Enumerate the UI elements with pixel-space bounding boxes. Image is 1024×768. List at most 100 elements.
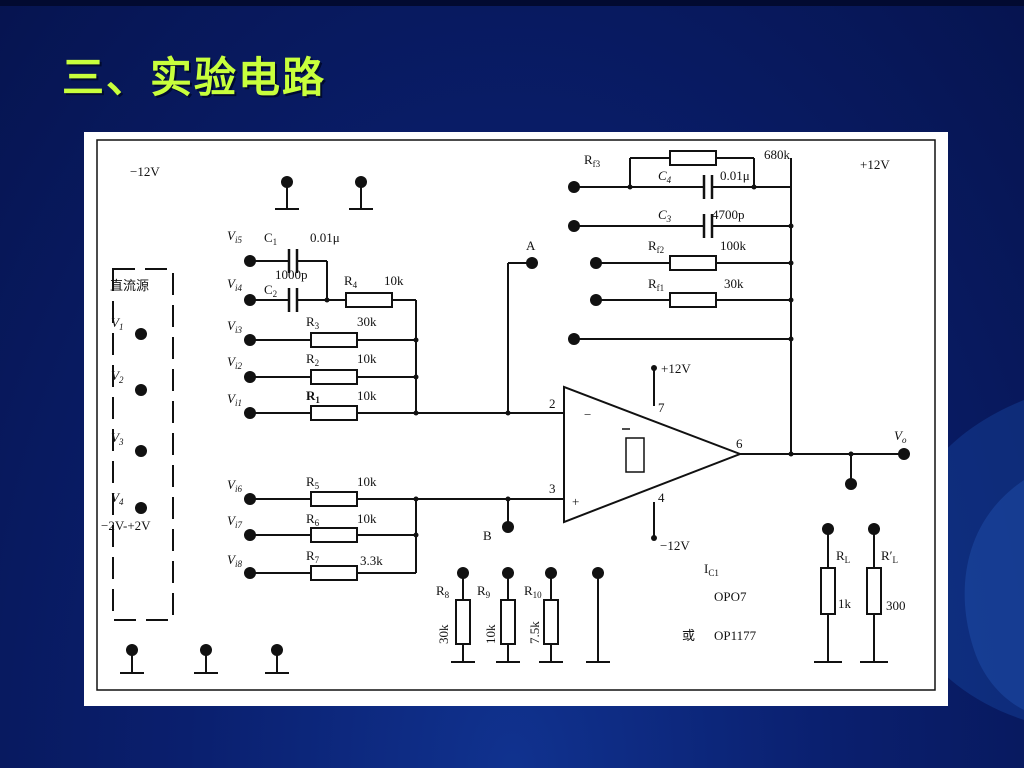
input-vi5-label: Vi5 [227,228,242,245]
opamp-pin4: 4 [658,490,665,505]
c3-value: 4700p [712,207,745,222]
ic-label: IC1 [704,561,719,578]
resistor-r3 [310,332,358,348]
output-test-terminal[interactable] [845,478,857,490]
circuit-panel: −12V 直流源 V1 V2 V3 V4 −2V-+2V Vi5 C1 0.01… [84,132,948,706]
c3-label: C3 [658,207,672,224]
input-vi3-label: Vi3 [227,318,242,335]
resistor-r5 [310,491,358,507]
dc-source-v1-label: V1 [111,315,123,332]
c4-value: 0.01μ [720,168,750,183]
ground-terminal-bottom-1[interactable] [120,644,144,674]
r4-value: 10k [384,273,404,288]
r10-value: 7.5k [527,621,542,644]
r8-label: R8 [436,583,450,600]
c1-value: 0.01μ [310,230,340,245]
rl-prime-value: 300 [886,598,906,613]
rf2-label: Rf2 [648,238,664,255]
opamp-triangle [563,385,743,524]
c1-c2-value: 1000p [275,267,308,282]
node-b-terminal[interactable] [502,521,514,533]
rf3-label: Rf3 [584,152,601,169]
r3-label: R3 [306,314,320,331]
node-a-label: A [526,238,536,253]
opamp-pin7: 7 [658,400,665,415]
opamp-inner-symbol [625,437,645,473]
resistor-r7 [310,565,358,581]
r9-value: 10k [483,624,498,644]
dc-source-v3-terminal[interactable] [135,445,147,457]
r6-value: 10k [357,511,377,526]
r4-label: R4 [344,273,358,290]
input-vi1-label: Vi1 [227,391,242,408]
r5-value: 10k [357,474,377,489]
r1-label: R1 [306,388,320,405]
ground-terminal-top-2[interactable] [349,176,373,210]
resistor-rf2 [669,255,717,271]
opamp-plus-sign: + [572,494,579,509]
output-vo-terminal[interactable] [898,448,910,460]
dc-source-v4-label: V4 [111,490,124,507]
resistor-r8 [451,567,475,663]
dc-source-v1-terminal[interactable] [135,328,147,340]
resistor-rf1 [669,292,717,308]
r7-label: R7 [306,548,320,565]
node-a-terminal[interactable] [526,257,538,269]
input-vi4-label: Vi4 [227,276,242,293]
resistor-rl-prime [860,523,888,663]
node-b-label: B [483,528,492,543]
supply-neg-label: −12V [130,164,160,179]
resistor-r4 [345,292,393,308]
c2-label: C2 [264,282,277,299]
c4-label: C4 [658,168,672,185]
rl-value: 1k [838,596,852,611]
dc-source-box [112,268,174,621]
r10-label: R10 [524,583,542,600]
input-vi6-label: Vi6 [227,477,242,494]
input-vi8-label: Vi8 [227,552,242,569]
resistor-rf3 [669,150,717,166]
opamp-vneg-label: −12V [660,538,690,553]
dc-source-title: 直流源 [110,279,149,294]
r8-value: 30k [436,624,451,644]
r7-value: 3.3k [360,553,383,568]
diagram-frame [96,139,936,691]
ground-terminal-bottom-3[interactable] [265,644,289,674]
input-vi2-label: Vi2 [227,354,242,371]
top-band [0,0,1024,6]
rl-label: RL [836,548,850,565]
r9-label: R9 [477,583,491,600]
dc-source-v3-label: V3 [111,430,124,447]
resistor-r10 [539,567,563,663]
r6-label: R6 [306,511,320,528]
r2-value: 10k [357,351,377,366]
dc-source-v2-label: V2 [111,368,124,385]
rf1-value: 30k [724,276,744,291]
rl-prime-label: R′L [881,548,898,565]
dc-source-range: −2V-+2V [101,518,151,533]
resistor-r1 [310,405,358,421]
ground-terminal-bottom-2[interactable] [194,644,218,674]
ic-or-label: 或 [682,629,695,644]
input-vi7-label: Vi7 [227,513,242,530]
supply-pos-label: +12V [860,157,890,172]
slide-title: 三、实验电路 [62,53,327,102]
resistor-r9 [496,567,520,663]
dc-source-v4-terminal[interactable] [135,502,147,514]
ground-terminal-bottom-4[interactable] [586,567,610,663]
r1-value: 10k [357,388,377,403]
dc-source-v2-terminal[interactable] [135,384,147,396]
ground-terminal-top-1[interactable] [275,176,299,210]
ic-model-1: OPO7 [714,589,747,604]
r5-label: R5 [306,474,320,491]
c1-label: C1 [264,230,277,247]
rf2-value: 100k [720,238,747,253]
rf1-label: Rf1 [648,276,664,293]
opamp-vpos-label: +12V [661,361,691,376]
resistor-rl [814,523,842,663]
resistor-r2 [310,369,358,385]
circuit-diagram: −12V 直流源 V1 V2 V3 V4 −2V-+2V Vi5 C1 0.01… [96,139,936,691]
resistor-r6 [310,527,358,543]
opamp-pin6: 6 [736,436,743,451]
ic-model-2: OP1177 [714,628,757,643]
